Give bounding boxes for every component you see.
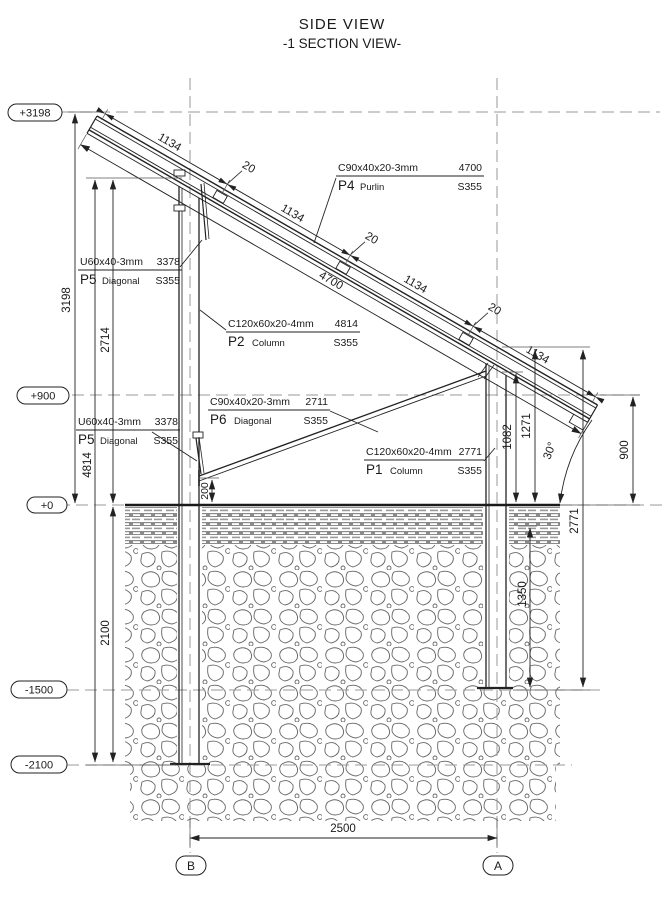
callout-p6-leader (329, 410, 379, 433)
callout-p2-name: P2 (228, 334, 245, 349)
angle-arc (557, 419, 593, 504)
dim-900-label: 900 (619, 440, 631, 459)
elevation-markers: +3198 +900 +0 -1500 -2100 (7, 103, 70, 774)
dimension-roof-chain: 1134 1134 1134 1134 20 20 20 (96, 107, 605, 404)
dim-4814-label: 4814 (82, 452, 94, 478)
dim-roof-20-2: 20 (363, 230, 380, 247)
elev-m2100-label: -2100 (25, 760, 53, 772)
callout-p5l-spec: U60x40-3mm (78, 416, 141, 428)
dim-200-label: 200 (199, 482, 211, 500)
callout-p5u-spec: U60x40-3mm (80, 256, 143, 268)
callout-p5u-grade: S355 (155, 275, 180, 287)
callout-p6-name: P6 (210, 412, 227, 427)
callout-p4-leader (313, 177, 337, 244)
dimensions-right: 1082 1271 2771 900 1350 200 30° (199, 346, 640, 691)
callout-p2: C120x60x20-4mm 4814 P2 Column S355 (199, 309, 360, 349)
callout-p2-grade: S355 (333, 337, 358, 349)
callout-p2-kind: Column (252, 338, 285, 349)
callout-p6-spec: C90x40x20-3mm (210, 396, 290, 408)
callout-p1-grade: S355 (457, 465, 482, 477)
grid-bubble-a (482, 855, 514, 876)
elev-m1500-label: -1500 (25, 685, 53, 697)
callout-p4-name: P4 (338, 178, 355, 193)
grid-bubble-b (175, 855, 207, 876)
dim-span-label: 2500 (330, 823, 356, 835)
dim-3198-label: 3198 (61, 287, 73, 313)
dim-1271-label: 1271 (521, 413, 533, 439)
dimension-rafter-4700: 4700 (77, 134, 588, 439)
elev-0-label: +0 (41, 500, 54, 512)
callout-p1: C120x60x20-4mm 2771 P1 Column S355 (364, 446, 496, 477)
callout-p2-spec: C120x60x20-4mm (228, 318, 314, 330)
callout-p5-lower: U60x40-3mm 3378 P5 Diagonal S355 (76, 416, 198, 462)
dim-2100-label: 2100 (100, 620, 112, 646)
callout-p4-spec: C90x40x20-3mm (338, 162, 418, 174)
callout-p1-name: P1 (366, 462, 383, 477)
dim-angle-label: 30° (542, 441, 559, 461)
elev-bubble (10, 680, 68, 699)
callout-p6-grade: S355 (303, 415, 328, 427)
callout-p5u-length: 3378 (157, 256, 181, 268)
title-block: SIDE VIEW -1 SECTION VIEW- (283, 16, 401, 51)
callout-p1-length: 2771 (459, 446, 483, 458)
callout-p4-kind: Purlin (360, 182, 384, 193)
purlin-clip (335, 260, 351, 275)
column-a-pit (483, 507, 509, 689)
dim-2714-label: 2714 (100, 327, 112, 353)
dimensions-left: 3198 4814 2714 2100 (61, 111, 182, 766)
elev-bubble (26, 496, 68, 514)
callout-p1-leader (483, 447, 496, 462)
dim-2771-label: 2771 (569, 508, 581, 534)
callout-p6-kind: Diagonal (234, 416, 272, 427)
callout-p1-kind: Column (390, 466, 423, 477)
callout-p5-upper: U60x40-3mm 3378 P5 Diagonal S355 (78, 239, 203, 287)
dim-roof-20-1: 20 (240, 159, 257, 176)
page-subtitle: -1 SECTION VIEW- (283, 36, 401, 51)
callout-p5l-leader (151, 431, 198, 462)
callout-p4-grade: S355 (457, 181, 482, 193)
dim-1082-label: 1082 (502, 424, 514, 450)
ground-rubble-deep (130, 765, 556, 821)
callout-p5u-kind: Diagonal (102, 276, 140, 287)
callout-p5l-kind: Diagonal (100, 436, 138, 447)
grid-bubbles: B A (175, 855, 514, 876)
callout-p4: C90x40x20-3mm 4700 P4 Purlin S355 (313, 162, 484, 244)
callout-p6-length: 2711 (305, 396, 328, 408)
purlin-clip (458, 331, 474, 346)
dim-roof-20-3: 20 (486, 301, 503, 318)
callout-p1-spec: C120x60x20-4mm (366, 446, 452, 458)
callout-p2-length: 4814 (335, 318, 359, 330)
ground-hatch (125, 503, 560, 821)
elev-bubble (10, 755, 68, 774)
callout-p2-leader (199, 309, 227, 331)
dim-1350-label: 1350 (517, 581, 529, 607)
elev-bubble (7, 103, 63, 122)
callout-p5l-name: P5 (78, 432, 95, 447)
elev-900-label: +900 (31, 391, 56, 403)
elev-3198-label: +3198 (20, 108, 51, 120)
elev-bubble (16, 386, 70, 405)
purlin-clip (212, 189, 228, 204)
callout-p5u-name: P5 (80, 272, 97, 287)
grid-bubble-b-label: B (187, 859, 195, 873)
callout-p5u-leader (179, 239, 203, 268)
grid-bubble-a-label: A (494, 859, 502, 873)
callout-p6: C90x40x20-3mm 2711 P6 Diagonal S355 (208, 396, 379, 433)
page-title: SIDE VIEW (299, 16, 386, 33)
callout-p5l-length: 3378 (155, 416, 179, 428)
dimension-bottom: 2500 (189, 818, 498, 848)
callout-p4-length: 4700 (459, 162, 483, 174)
